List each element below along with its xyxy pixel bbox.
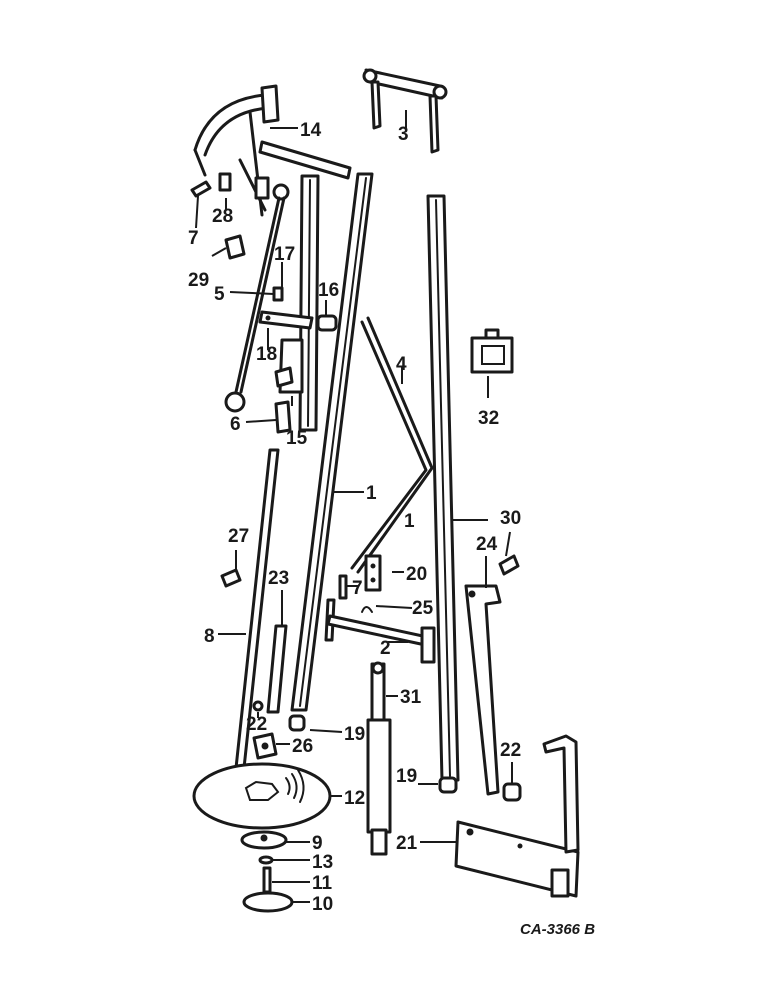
- callout-8: 8: [204, 626, 215, 647]
- callout-6: 6: [230, 414, 241, 435]
- callout-28: 28: [212, 206, 233, 227]
- part-18-link-plate: [258, 310, 314, 330]
- part-7-pin-upper: [190, 180, 212, 198]
- leader-lines: [195, 110, 513, 903]
- drawing-code: CA-3366 B: [520, 921, 595, 938]
- callout-21: 21: [396, 833, 418, 854]
- part-6-clip: [274, 400, 292, 434]
- callout-20: 20: [406, 564, 427, 585]
- callout-11: 11: [312, 873, 333, 894]
- part-2-cross-bar: [326, 614, 436, 664]
- part-3-top-bracket: [362, 68, 448, 154]
- part-30-clip: [498, 554, 520, 576]
- part-27-bolt: [220, 568, 242, 588]
- part-22-bushing-left: [252, 700, 264, 712]
- part-11-shaft: [262, 866, 272, 894]
- callout-1-left: 1: [366, 483, 377, 504]
- part-7-pin-lower: [338, 574, 348, 600]
- callout-10: 10: [312, 894, 333, 915]
- callout-27: 27: [228, 526, 249, 547]
- part-23-bar: [266, 624, 288, 714]
- callout-12: 12: [344, 788, 365, 809]
- callout-1-right: 1: [404, 511, 415, 532]
- callout-7-lower: 7: [352, 578, 363, 599]
- callout-19-right: 19: [396, 766, 417, 787]
- callout-31: 31: [400, 687, 422, 708]
- callout-32: 32: [478, 408, 499, 429]
- part-24-arm: [464, 584, 502, 796]
- callout-2: 2: [380, 638, 391, 659]
- callout-9: 9: [312, 833, 323, 854]
- part-25-clip: [361, 606, 373, 613]
- callout-4: 4: [396, 354, 407, 375]
- callout-5: 5: [214, 284, 225, 305]
- part-26-clamp: [252, 732, 278, 760]
- part-10-base: [242, 891, 294, 913]
- part-14-curved-guard: [193, 84, 352, 217]
- part-13-washer: [258, 855, 274, 865]
- callout-30: 30: [500, 508, 521, 529]
- callout-13: 13: [312, 852, 333, 873]
- part-1-upright-right: [426, 194, 460, 782]
- part-28-block: [218, 172, 232, 192]
- part-21-base-bracket: [454, 734, 580, 898]
- callout-17: 17: [274, 244, 295, 265]
- callout-22-left: 22: [246, 714, 267, 735]
- callout-24: 24: [476, 534, 498, 555]
- callout-26: 26: [292, 736, 313, 757]
- callout-3: 3: [398, 124, 409, 145]
- part-22-bushing-right: [502, 782, 522, 802]
- part-19-spacer-right: [438, 776, 458, 794]
- callout-29: 29: [188, 270, 209, 291]
- part-17-bolt: [272, 286, 284, 302]
- part-1-upright-left: [290, 172, 374, 712]
- part-15-slide-block: [274, 338, 304, 394]
- part-4-brace: [350, 316, 434, 574]
- part-32-decal-plate: [470, 328, 514, 374]
- callout-18: 18: [256, 344, 277, 365]
- part-19-spacer-left: [288, 714, 306, 732]
- callout-15: 15: [286, 428, 308, 449]
- part-9-hub: [240, 830, 288, 850]
- part-20-bracket: [364, 554, 382, 592]
- callout-23: 23: [268, 568, 289, 589]
- callout-22-right: 22: [500, 740, 521, 761]
- callout-14: 14: [300, 120, 322, 141]
- part-29-clip: [224, 234, 246, 260]
- callout-7-upper: 7: [188, 228, 199, 249]
- callout-25: 25: [412, 598, 434, 619]
- callout-19-left: 19: [344, 724, 365, 745]
- callout-16: 16: [318, 280, 339, 301]
- part-31-gas-spring: [366, 661, 392, 856]
- part-12-disc: [192, 762, 332, 830]
- part-5-link-rod: [224, 183, 290, 413]
- part-16-spacer: [316, 314, 338, 332]
